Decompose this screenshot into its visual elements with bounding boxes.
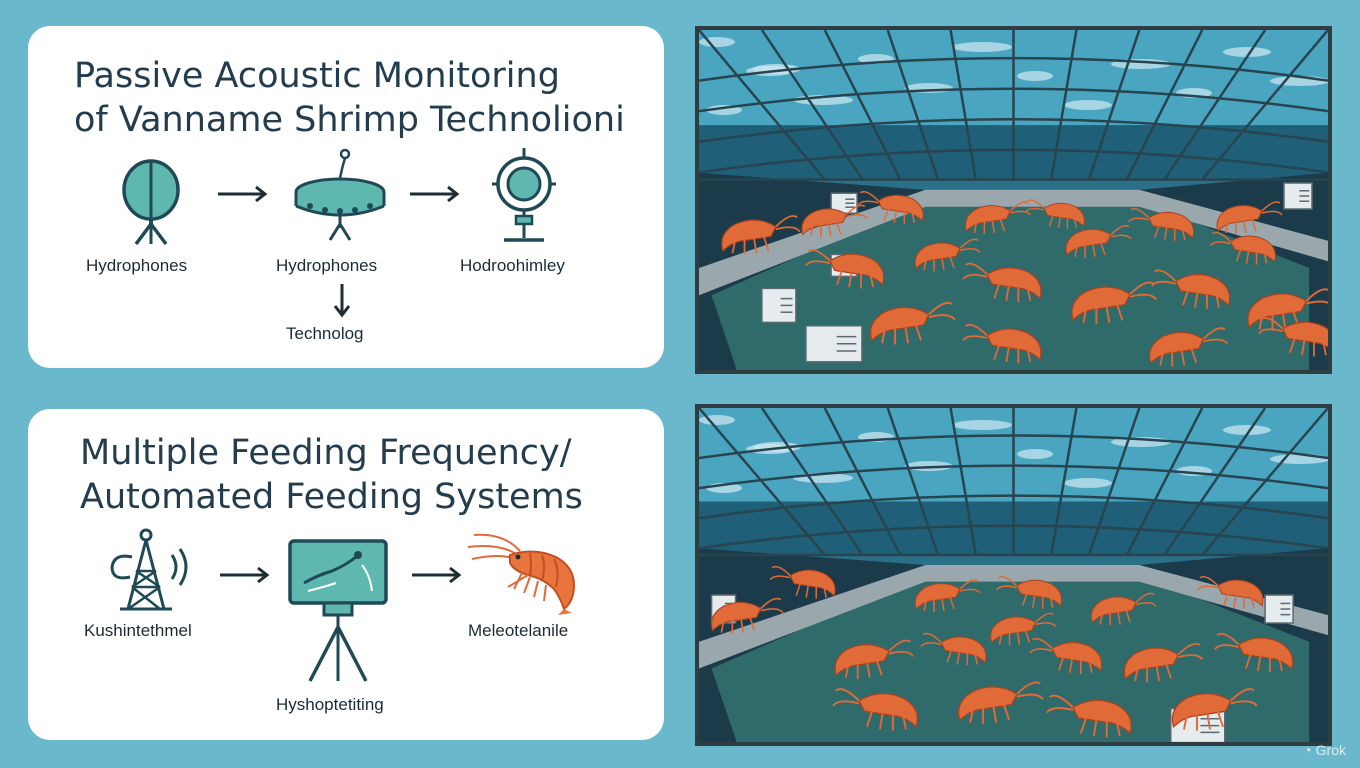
hydrophones-label: Hydrophones [86,256,188,275]
shrimp-icon [964,201,1031,234]
shrimp-pond-illustration-bottom [695,404,1332,746]
shrimp-icon [957,681,1044,725]
shrimp-icon [1213,632,1294,673]
shrimp-icon [1171,688,1258,731]
shrimp-icon [990,612,1057,646]
shrimp-icon [832,688,919,731]
title-line-2: Automated Feeding Systems [80,477,583,517]
shrimp-icon [1216,201,1283,234]
shrimp-icon [962,323,1042,364]
antenna-tower-icon [110,528,188,611]
shrimp-icon [914,238,981,272]
sensor-box-icon [1264,594,1294,624]
shrimp-icon [1123,642,1204,683]
meleotelanile-label: Meleotelanile [468,621,569,640]
shrimp-icon [1247,288,1328,331]
shrimp-icon [467,533,576,615]
arrow-right-icon [220,566,270,584]
shrimp-icon [711,597,784,634]
shrimp-icon [869,301,956,345]
feeding-systems-title: Multiple Feeding Frequency/ Automated Fe… [80,431,583,519]
shrimp-icon [996,575,1063,609]
shrimp-icon [1071,281,1157,325]
shrimp-icon [1257,317,1328,357]
arrow-right-icon [412,566,462,584]
monitor-tripod-icon [288,539,388,682]
sensor-box-icon [1283,182,1313,210]
feeding-systems-card: Multiple Feeding Frequency/ Automated Fe… [28,409,664,740]
technolog-label: Technolog [286,324,364,343]
shrimp-icon [1128,208,1195,241]
shrimp-icon [1025,199,1085,229]
arrow-down-icon [333,284,351,318]
shrimp-icon [721,215,801,255]
hydrophones-label-2: Hydrophones [276,256,378,275]
shrimp-icon [1197,575,1264,609]
shrimp-icon [1046,694,1132,738]
shrimp-icon [1065,225,1132,258]
title-line-1: Passive Acoustic Monitoring [74,56,560,96]
title-line-2: of Vanname Shrimp Technolioni [74,100,625,140]
shrimp-icon [1209,231,1276,265]
shrimp-icon [914,579,981,613]
shrimp-icon [834,639,914,679]
shrimp-pond-illustration-top [695,26,1332,374]
watermark: ◔ Grok [1303,742,1346,758]
hyshoptetiting-label: Hyshoptetiting [276,695,384,714]
hydrophone-buoy-icon [294,148,386,241]
arrow-right-icon [218,185,268,203]
shrimp-icon [1148,327,1229,367]
watermark-icon: ◔ [1303,742,1312,758]
title-line-1: Multiple Feeding Frequency/ [80,433,572,473]
sensor-box-icon [761,287,797,324]
hydrophone-icon [122,159,180,246]
shrimp-icon [962,262,1042,303]
acoustic-monitoring-title: Passive Acoustic Monitoring of Vanname S… [74,54,625,142]
shrimp-icon [857,191,924,224]
arrow-right-icon [410,185,460,203]
shrimp-icon [769,565,836,599]
hodroohimley-label: Hodroohimley [460,256,565,275]
shrimp-icon [1029,637,1103,674]
shrimp-icon [1090,592,1157,626]
shrimp-icon [1151,269,1231,309]
shrimp-icon [920,632,987,666]
sensor-box-icon [805,325,863,363]
kushintethmel-label: Kushintethmel [84,621,192,640]
acoustic-monitoring-card: Passive Acoustic Monitoring of Vanname S… [28,26,664,368]
shrimp-icon [805,249,885,289]
shrimp-icon [801,204,868,238]
watermark-text: Grok [1315,742,1346,758]
microphone-sensor-icon [492,148,556,242]
